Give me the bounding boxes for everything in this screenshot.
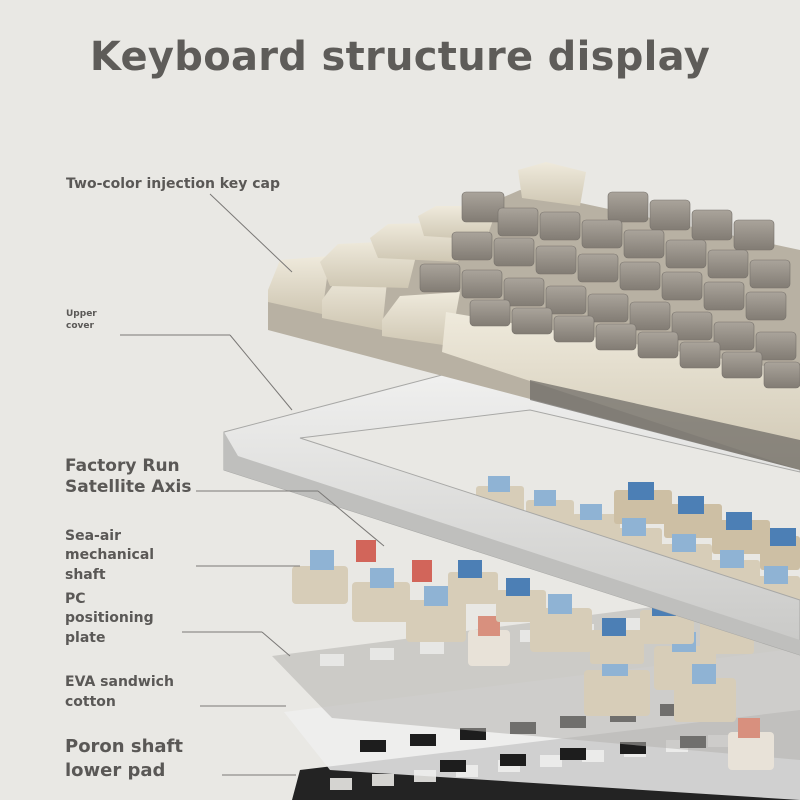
label-satellite-axis-line-1: Factory Run (65, 456, 180, 476)
label-upper-cover: Upper cover (66, 308, 326, 332)
label-poron-line-1: Poron shaft (65, 736, 183, 757)
label-sea-air-line-2: mechanical (65, 547, 155, 564)
label-pc-plate-line-1: PC (65, 591, 86, 607)
label-pc-plate: PC positioning plate (65, 590, 325, 648)
label-poron-line-2: lower pad (65, 760, 166, 782)
callout-lines (120, 193, 385, 776)
label-sea-air-line-3: shaft (65, 566, 106, 583)
label-satellite-axis: Factory Run Satellite Axis (65, 456, 325, 497)
page-title: Keyboard structure display (89, 34, 711, 80)
label-sea-air-line-1: Sea-air (65, 528, 121, 544)
label-satellite-axis-line-2: Satellite Axis (65, 476, 192, 497)
label-poron-pad: Poron shaft lower pad (65, 735, 325, 784)
switch-layer (292, 476, 800, 770)
label-keycap: Two-color injection key cap (66, 176, 280, 192)
label-eva-line-1: EVA sandwich (65, 674, 174, 690)
label-pc-plate-line-3: plate (65, 629, 106, 646)
keycap-block (268, 162, 800, 470)
label-upper-cover-line-1: Upper (66, 309, 97, 319)
label-eva-line-2: cotton (65, 693, 116, 710)
label-pc-plate-line-2: positioning (65, 610, 154, 627)
label-upper-cover-line-2: cover (66, 321, 94, 332)
label-eva-cotton: EVA sandwich cotton (65, 673, 325, 713)
label-sea-air-shaft: Sea-air mechanical shaft (65, 527, 325, 585)
